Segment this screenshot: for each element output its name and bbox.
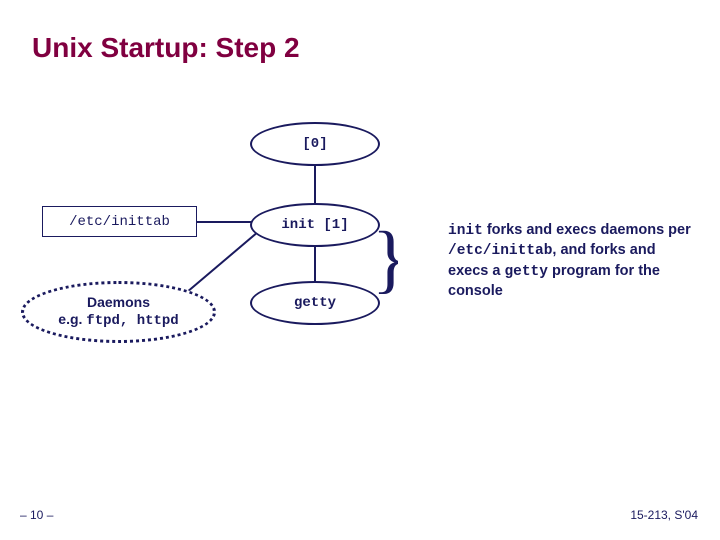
annotation-inittab-term: /etc/inittab xyxy=(448,243,553,260)
process-0-node: [0] xyxy=(250,122,380,166)
annotation-text-part6: program for the console xyxy=(448,262,660,300)
daemons-examples-prefix: e.g. xyxy=(58,311,83,327)
process-init-label: init [1] xyxy=(281,217,349,233)
annotation-init-term: init xyxy=(448,223,483,239)
annotation-text-part2: forks and execs daemons per xyxy=(482,222,691,238)
inittab-file-box: /etc/inittab xyxy=(42,206,197,237)
curly-brace-icon: } xyxy=(372,219,398,309)
page-title: Unix Startup: Step 2 xyxy=(32,32,300,63)
daemons-title: Daemons xyxy=(86,294,151,311)
process-getty-label: getty xyxy=(293,295,336,311)
page-number: – 10 – xyxy=(20,508,54,522)
daemons-node: Daemons e.g. ftpd, httpd xyxy=(21,281,216,343)
annotation-getty-term: getty xyxy=(504,263,548,280)
footer-course-label: 15-213, S'04 xyxy=(630,508,698,522)
daemons-examples: e.g. ftpd, httpd xyxy=(58,311,178,330)
inittab-file-label: /etc/inittab xyxy=(69,213,170,230)
process-0-label: [0] xyxy=(302,136,328,152)
annotation-text: init forks and execs daemons per /etc/in… xyxy=(448,221,698,302)
connector-inittab-to-init xyxy=(197,221,252,223)
process-init-node: init [1] xyxy=(250,203,380,247)
annotation-text-part4: , and forks and execs a xyxy=(448,242,656,279)
connector-process0-to-init xyxy=(314,165,316,205)
process-getty-node: getty xyxy=(250,281,380,325)
daemons-examples-commands: ftpd, httpd xyxy=(86,313,179,329)
connector-init-to-getty xyxy=(314,245,316,283)
connector-daemons-to-init xyxy=(179,225,266,299)
